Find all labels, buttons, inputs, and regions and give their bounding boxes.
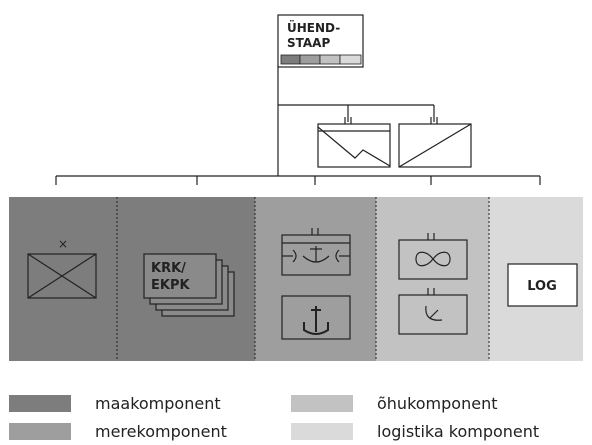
headquarters-label-line2: STAAP	[287, 36, 330, 50]
krk-label-line1: KRK/	[151, 261, 186, 276]
air-radar-unit	[398, 288, 468, 335]
band-separators	[116, 197, 490, 361]
land-hq-unit: ×	[27, 237, 97, 299]
naval-anchor-unit	[281, 295, 351, 340]
headquarters-label-line1: ÜHEND-	[287, 20, 340, 35]
naval-hq-unit	[281, 228, 351, 276]
svg-text:×: ×	[58, 237, 68, 251]
log-label: LOG	[527, 279, 557, 294]
headquarters-unit: ÜHEND- STAAP	[277, 14, 364, 68]
air-unit-box	[317, 117, 391, 168]
krk-ekpk-units: KRK/ EKPK	[143, 253, 235, 317]
air-infinity-unit	[398, 233, 468, 280]
connector-lines	[55, 65, 541, 185]
signal-unit-box	[398, 117, 472, 168]
krk-label-line2: EKPK	[151, 278, 190, 293]
log-unit: LOG	[507, 263, 578, 307]
